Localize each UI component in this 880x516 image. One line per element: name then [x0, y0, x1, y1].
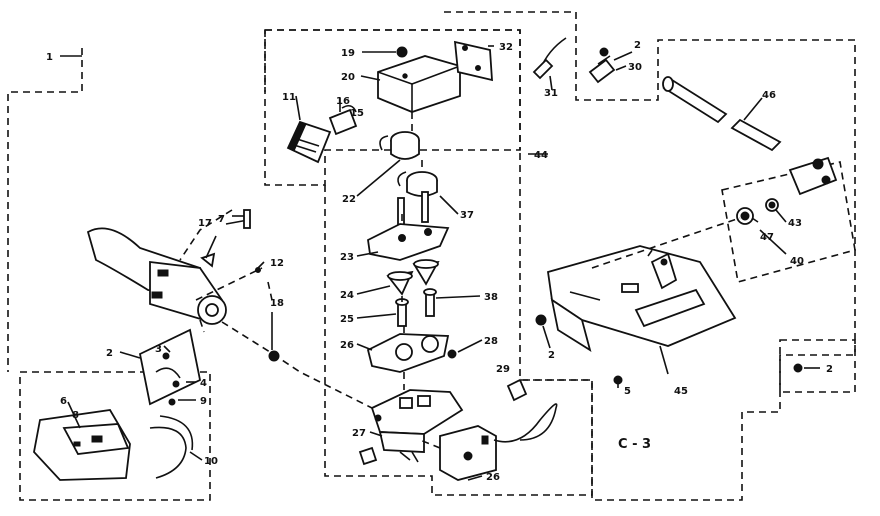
screw-19: [396, 46, 408, 58]
label-8: 8: [72, 410, 79, 421]
label-9: 9: [200, 396, 207, 407]
label-22: 22: [342, 194, 356, 205]
screw-2-mid: [535, 314, 547, 326]
fitting-box: [721, 161, 856, 284]
pins-upper: [397, 191, 429, 229]
screw-box-right: [779, 339, 856, 393]
clip-16: [328, 104, 358, 136]
label-4: 4: [200, 378, 207, 389]
gasket-26-lower: [366, 333, 450, 373]
figure-label: C - 3: [618, 437, 651, 452]
label-43: 43: [788, 218, 802, 229]
label-28: 28: [484, 336, 498, 347]
valve-body: [370, 389, 464, 463]
bracket-3-4: [138, 328, 202, 406]
label-29: 29: [496, 364, 510, 375]
wire-connector-31: [532, 37, 567, 80]
label-45: 45: [674, 386, 688, 397]
screw-5: [613, 375, 623, 385]
gasket-23: [367, 223, 450, 261]
screw-28: [447, 349, 457, 359]
label-2-right: 2: [826, 364, 833, 375]
thermocouple-nut-22: [379, 131, 420, 160]
tube-46: [662, 76, 782, 152]
screw-2-top: [599, 47, 609, 57]
label-2-mid: 2: [548, 350, 555, 361]
label-25: 25: [340, 314, 354, 325]
label-18: 18: [270, 298, 284, 309]
screw-27: [358, 446, 378, 466]
label-37: 37: [460, 210, 474, 221]
label-10: 10: [204, 456, 218, 467]
label-19: 19: [341, 48, 355, 59]
label-44: 44: [534, 150, 548, 161]
label-26-lower: 26: [486, 472, 500, 483]
upper-bracket-box: [264, 29, 521, 186]
burner-tube: [86, 227, 227, 325]
label-17: 17: [198, 218, 212, 229]
wire-29: [493, 378, 558, 443]
label-7: 7: [218, 214, 225, 225]
label-26-upper: 26: [340, 340, 354, 351]
label-12: 12: [270, 258, 284, 269]
screw-12: [255, 267, 261, 273]
label-23: 23: [340, 252, 354, 263]
label-1: 1: [46, 52, 53, 63]
mounting-bracket-45: [546, 245, 737, 352]
valve-seats-24: [386, 259, 440, 296]
label-20: 20: [341, 72, 355, 83]
valve-assembly-box: [324, 150, 593, 496]
label-11: 11: [282, 92, 296, 103]
label-3: 3: [155, 344, 162, 355]
label-24: 24: [340, 290, 354, 301]
screw-18: [268, 350, 280, 362]
solenoid-26: [439, 425, 497, 481]
label-47: 47: [760, 232, 774, 243]
label-16: 16: [336, 96, 350, 107]
pilot-burner-8: [33, 409, 131, 481]
label-30: 30: [628, 62, 642, 73]
electrode-7: [225, 209, 251, 229]
label-27: 27: [352, 428, 366, 439]
label-38: 38: [484, 292, 498, 303]
screw-30: [588, 55, 616, 84]
label-6: 6: [60, 396, 67, 407]
label-2-left: 2: [106, 348, 113, 359]
label-5: 5: [624, 386, 631, 397]
coil-11: [286, 120, 332, 164]
leader-lines: [60, 45, 820, 481]
bracket-20: [377, 55, 461, 113]
label-32: 32: [499, 42, 513, 53]
tubing-10: [149, 415, 194, 479]
top-nut-37: [397, 171, 438, 197]
label-15: 15: [350, 108, 364, 119]
label-40: 40: [790, 256, 804, 267]
nut-47: [736, 207, 754, 225]
label-31: 31: [544, 88, 558, 99]
label-2-top: 2: [634, 40, 641, 51]
fitting-43: [765, 156, 838, 212]
part-labels: 1 19 20 32 11 16 22 37 23 24 25 38 26 28…: [46, 40, 833, 483]
screw-2-right: [793, 363, 803, 373]
plate-32: [453, 40, 493, 82]
label-46: 46: [762, 90, 776, 101]
screw-17: [200, 252, 216, 268]
